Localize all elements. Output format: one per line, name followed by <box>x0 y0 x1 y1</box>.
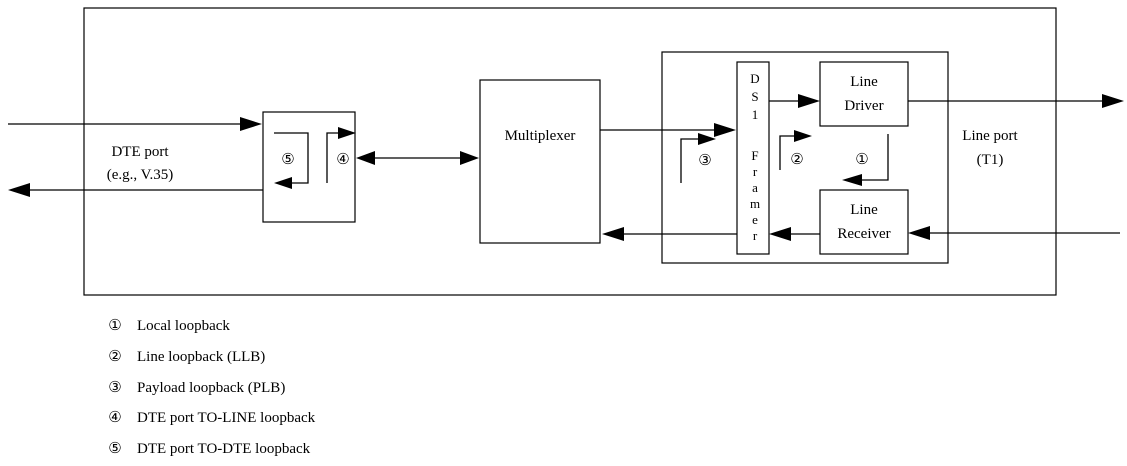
dte-input-arrow <box>8 117 262 131</box>
dte-port-sublabel: (e.g., V.35) <box>107 167 174 183</box>
loop-1-path <box>842 134 889 186</box>
framer-to-mux-arrow <box>602 227 737 241</box>
dte-mux-bidirectional-arrow <box>356 151 479 165</box>
ds1-framer-box <box>736 61 770 255</box>
dte-output-arrow <box>8 183 263 197</box>
multiplexer-box <box>479 79 601 244</box>
legend: ① Local loopback ② Line loopback (LLB) ③… <box>108 316 315 457</box>
svg-text:Line loopback (LLB): Line loopback (LLB) <box>137 349 265 365</box>
line-driver-box <box>819 61 909 127</box>
svg-text:1: 1 <box>752 107 759 122</box>
loop-3-path <box>680 133 716 183</box>
loop-2-marker: ② <box>790 150 803 168</box>
svg-text:④: ④ <box>108 408 121 426</box>
framer-to-driver-arrow <box>769 94 820 108</box>
svg-text:e: e <box>752 212 758 227</box>
loop-3-marker: ③ <box>698 151 711 169</box>
svg-text:③: ③ <box>108 378 121 396</box>
svg-text:DTE port TO-DTE loopback: DTE port TO-DTE loopback <box>137 441 311 457</box>
line-receiver-sublabel: Receiver <box>837 226 890 242</box>
loop-4-marker: ④ <box>336 150 349 168</box>
loop-4-path <box>326 127 356 183</box>
svg-text:Local loopback: Local loopback <box>137 318 230 334</box>
dte-interface-box <box>262 111 356 223</box>
svg-text:Payload loopback (PLB): Payload loopback (PLB) <box>137 380 285 396</box>
line-output-arrow <box>908 94 1124 108</box>
legend-item: ② Line loopback (LLB) <box>108 347 265 365</box>
line-input-arrow <box>908 226 1120 240</box>
legend-item: ④ DTE port TO-LINE loopback <box>108 408 315 426</box>
line-interface-box <box>661 51 949 264</box>
multiplexer-label: Multiplexer <box>505 128 576 144</box>
line-port-sublabel: (T1) <box>977 152 1004 168</box>
svg-text:①: ① <box>108 316 121 334</box>
loop-5-marker: ⑤ <box>281 150 294 168</box>
line-receiver-label: Line <box>850 202 878 218</box>
svg-text:⑤: ⑤ <box>108 439 121 457</box>
svg-text:m: m <box>750 196 760 211</box>
mux-to-framer-arrow <box>600 123 736 137</box>
svg-text:a: a <box>752 180 758 195</box>
legend-item: ③ Payload loopback (PLB) <box>108 378 285 396</box>
legend-item: ⑤ DTE port TO-DTE loopback <box>108 439 310 457</box>
line-port-label: Line port <box>962 128 1018 144</box>
svg-text:r: r <box>753 228 758 243</box>
dte-port-label: DTE port <box>111 144 169 160</box>
loop-2-path <box>779 130 812 170</box>
ds1-framer-label: D S 1 F r a m e r <box>750 71 760 243</box>
svg-text:②: ② <box>108 347 121 365</box>
legend-item: ① Local loopback <box>108 316 230 334</box>
svg-text:DTE port TO-LINE loopback: DTE port TO-LINE loopback <box>137 410 316 426</box>
svg-text:D: D <box>750 71 759 86</box>
receiver-to-framer-arrow <box>769 227 820 241</box>
loop-5-path <box>274 132 309 189</box>
loop-1-marker: ① <box>855 150 868 168</box>
svg-text:F: F <box>751 148 758 163</box>
unit-outline <box>83 7 1057 296</box>
line-receiver-box <box>819 189 909 255</box>
svg-text:r: r <box>753 164 758 179</box>
svg-text:S: S <box>751 89 758 104</box>
line-driver-sublabel: Driver <box>844 98 883 114</box>
line-driver-label: Line <box>850 74 878 90</box>
